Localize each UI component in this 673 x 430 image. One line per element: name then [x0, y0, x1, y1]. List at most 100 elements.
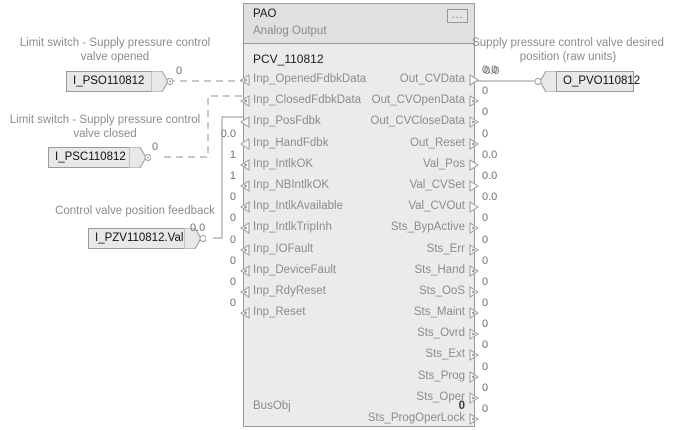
- output-pin-value: 0: [482, 381, 489, 394]
- input-pin-label[interactable]: Inp_IntlkOK: [253, 157, 314, 170]
- output-pin-connector[interactable]: [469, 158, 480, 171]
- output-pin-label[interactable]: Out_CVData: [399, 73, 465, 85]
- block-instance-name: PCV_110812: [253, 52, 324, 66]
- input-pin-label[interactable]: Inp_IntlkAvailable: [253, 200, 343, 213]
- note-psc: Limit switch - Supply pressure control v…: [9, 114, 201, 140]
- output-pin-connector[interactable]: [469, 201, 480, 214]
- tag-psc-connector: [129, 147, 151, 168]
- output-pin-value: 0.0: [482, 64, 498, 76]
- output-pin-value: 0: [482, 127, 489, 140]
- output-pin-value: 0.0: [482, 169, 498, 182]
- block-menu-button[interactable]: ...: [447, 9, 468, 23]
- output-pin-label[interactable]: Sts_Prog: [417, 369, 465, 382]
- input-pin-label[interactable]: Inp_NBIntlkOK: [253, 178, 330, 191]
- block-title: PAO: [253, 8, 277, 20]
- input-pin-value: 0: [229, 212, 236, 225]
- output-pin-connector[interactable]: [469, 264, 480, 277]
- tag-pso-connector: [151, 71, 173, 92]
- input-pin-connector[interactable]: [238, 264, 250, 277]
- output-pin-label[interactable]: Out_CVCloseData: [370, 115, 465, 128]
- input-pin-value: 0: [229, 254, 236, 267]
- output-pin-connector[interactable]: [469, 95, 480, 108]
- output-pin-label[interactable]: Out_Reset: [410, 136, 465, 149]
- output-pin-label[interactable]: Sts_Hand: [414, 263, 465, 276]
- output-pin-connector[interactable]: [469, 74, 480, 86]
- block-header: PAO Analog Output ...: [244, 4, 474, 44]
- input-pin-connector[interactable]: [238, 95, 250, 108]
- input-pin-label[interactable]: Inp_HandFdbk: [253, 136, 329, 149]
- tag-pzv[interactable]: I_PZV110812.Val: [88, 228, 185, 249]
- output-pin-label[interactable]: Sts_OoS: [418, 284, 465, 297]
- output-pin-label[interactable]: Sts_Err: [426, 242, 465, 255]
- pin-row: Sts_Ext 0: [244, 339, 488, 366]
- value-pzv-wire: 0.0: [190, 222, 206, 234]
- note-pzv: Control valve position feedback: [55, 205, 215, 217]
- input-pin-label[interactable]: Inp_ClosedFdbkData: [253, 94, 362, 107]
- output-pin-value: 0: [482, 403, 489, 415]
- input-pin-connector[interactable]: [238, 137, 250, 150]
- output-pin-connector[interactable]: [469, 328, 480, 341]
- tag-pvo[interactable]: O_PVO110812: [556, 71, 640, 92]
- output-pin-connector[interactable]: [469, 391, 480, 404]
- output-pin-connector[interactable]: [469, 116, 480, 129]
- input-pin-connector[interactable]: [238, 243, 250, 256]
- input-pin-connector[interactable]: [238, 180, 250, 192]
- input-pin-label[interactable]: Inp_RdyReset: [253, 284, 326, 297]
- output-pin-label[interactable]: Out_CVOpenData: [371, 94, 465, 107]
- output-pin-value: 0.0: [482, 191, 498, 204]
- output-pin-label[interactable]: Val_Pos: [423, 157, 465, 170]
- input-pin-connector[interactable]: [238, 307, 250, 319]
- value-pso-wire: 0: [176, 65, 183, 77]
- input-pin-connector[interactable]: [238, 285, 250, 298]
- output-pin-connector[interactable]: [469, 307, 480, 319]
- output-pin-value: 0: [482, 275, 489, 288]
- output-pin-label[interactable]: Sts_Oper: [416, 390, 465, 403]
- input-pin-connector[interactable]: [238, 74, 250, 86]
- input-pin-connector[interactable]: [238, 158, 250, 171]
- input-pin-label[interactable]: Inp_OpenedFdbkData: [253, 73, 367, 85]
- output-pin-label[interactable]: Sts_Ext: [425, 348, 465, 361]
- output-pin-connector[interactable]: [469, 222, 480, 235]
- output-pin-label[interactable]: Val_CVSet: [409, 178, 465, 191]
- output-pin-connector[interactable]: [469, 349, 480, 362]
- input-pin-connector[interactable]: [238, 116, 250, 129]
- output-pin-connector[interactable]: [469, 137, 480, 150]
- note-pvo: Supply pressure control valve desired po…: [472, 37, 664, 63]
- pin-row: Inp_OpenedFdbkData Out_CVData 0.0: [240, 64, 497, 91]
- input-pin-connector[interactable]: [238, 222, 250, 235]
- output-pin-label[interactable]: Val_CVOut: [408, 200, 465, 213]
- output-pin-connector[interactable]: [469, 180, 480, 192]
- input-pin-label[interactable]: Inp_Reset: [253, 306, 306, 319]
- output-pin-value: 0: [482, 254, 489, 267]
- input-pin-label[interactable]: Inp_DeviceFault: [253, 263, 337, 276]
- output-pin-connector[interactable]: [469, 243, 480, 256]
- tag-psc[interactable]: I_PSC110812: [48, 147, 130, 168]
- output-pin-connector[interactable]: [469, 413, 480, 425]
- input-pin-connector[interactable]: [238, 201, 250, 214]
- function-block-pao[interactable]: PAO Analog Output ... PCV_110812 Inp_Ope…: [221, 3, 497, 430]
- output-pin-connector[interactable]: [469, 285, 480, 298]
- busobj-value: 0: [458, 400, 465, 412]
- output-pin-value: 0: [482, 339, 489, 352]
- input-pin-value: 0: [229, 233, 236, 246]
- input-pin-label[interactable]: Inp_IntlkTripInh: [253, 221, 332, 234]
- input-pin-label[interactable]: Inp_IOFault: [253, 242, 314, 255]
- output-pin-connector[interactable]: [469, 370, 480, 383]
- input-pin-label[interactable]: Inp_PosFdbk: [253, 115, 321, 128]
- tag-pso[interactable]: I_PSO110812: [66, 71, 152, 92]
- input-pin-value: 0: [229, 191, 236, 204]
- output-pin-label[interactable]: Sts_Ovrd: [417, 327, 465, 340]
- output-pin-label[interactable]: Sts_BypActive: [390, 221, 465, 234]
- output-pin-label[interactable]: Sts_ProgOperLock: [367, 412, 465, 424]
- output-pin-label[interactable]: Sts_Maint: [413, 306, 465, 319]
